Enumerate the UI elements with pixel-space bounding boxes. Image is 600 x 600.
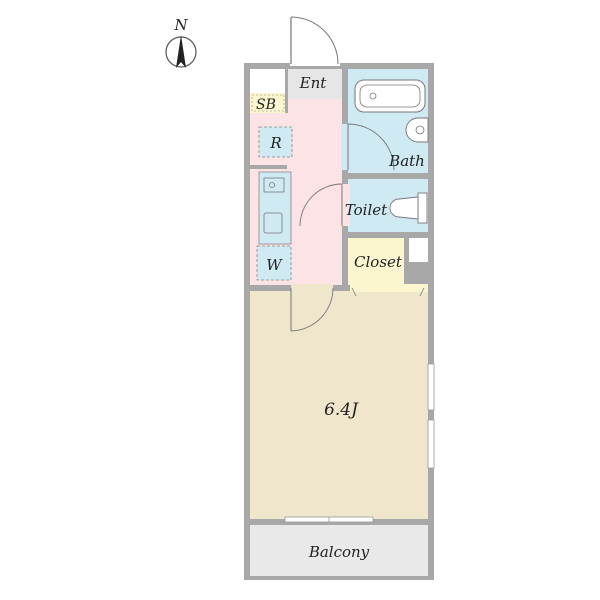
compass-north-label: N	[173, 16, 188, 34]
kitchen-upper	[288, 99, 342, 113]
toilet-door	[299, 183, 350, 227]
bathtub-icon	[354, 79, 426, 113]
room-door	[290, 284, 334, 332]
right-windows	[427, 363, 435, 469]
compass-arrow-icon	[176, 35, 186, 68]
main-room-area	[250, 291, 428, 519]
balcony-window	[284, 516, 374, 523]
refrigerator-box	[258, 126, 293, 158]
kitchen-counter	[258, 171, 292, 245]
compass: N	[165, 16, 197, 68]
balcony-label: Balcony	[308, 543, 370, 561]
bath-label: Bath	[388, 152, 425, 170]
toilet-icon	[389, 192, 428, 224]
shoe-box-label: SB	[256, 97, 276, 113]
washer-label: W	[266, 256, 283, 274]
inner-walls	[250, 69, 428, 291]
refrigerator-label: R	[269, 134, 281, 152]
entrance-area	[288, 69, 342, 99]
closet-label: Closet	[354, 253, 403, 271]
washer-box	[256, 245, 292, 281]
stove-icon	[263, 177, 285, 193]
pipe-space	[409, 238, 428, 262]
toilet-label: Toilet	[345, 201, 388, 219]
washbasin-icon	[405, 117, 429, 143]
top-left-niche	[250, 69, 287, 93]
closet-area	[348, 238, 404, 288]
entrance-label: Ent	[299, 74, 328, 92]
entrance-door	[290, 16, 340, 66]
shoe-box	[251, 94, 285, 112]
closet-doors	[350, 284, 428, 297]
sink-icon	[263, 212, 283, 234]
balcony	[244, 525, 434, 580]
main-room-label: 6.4J	[324, 400, 359, 420]
bath-door	[341, 123, 395, 171]
